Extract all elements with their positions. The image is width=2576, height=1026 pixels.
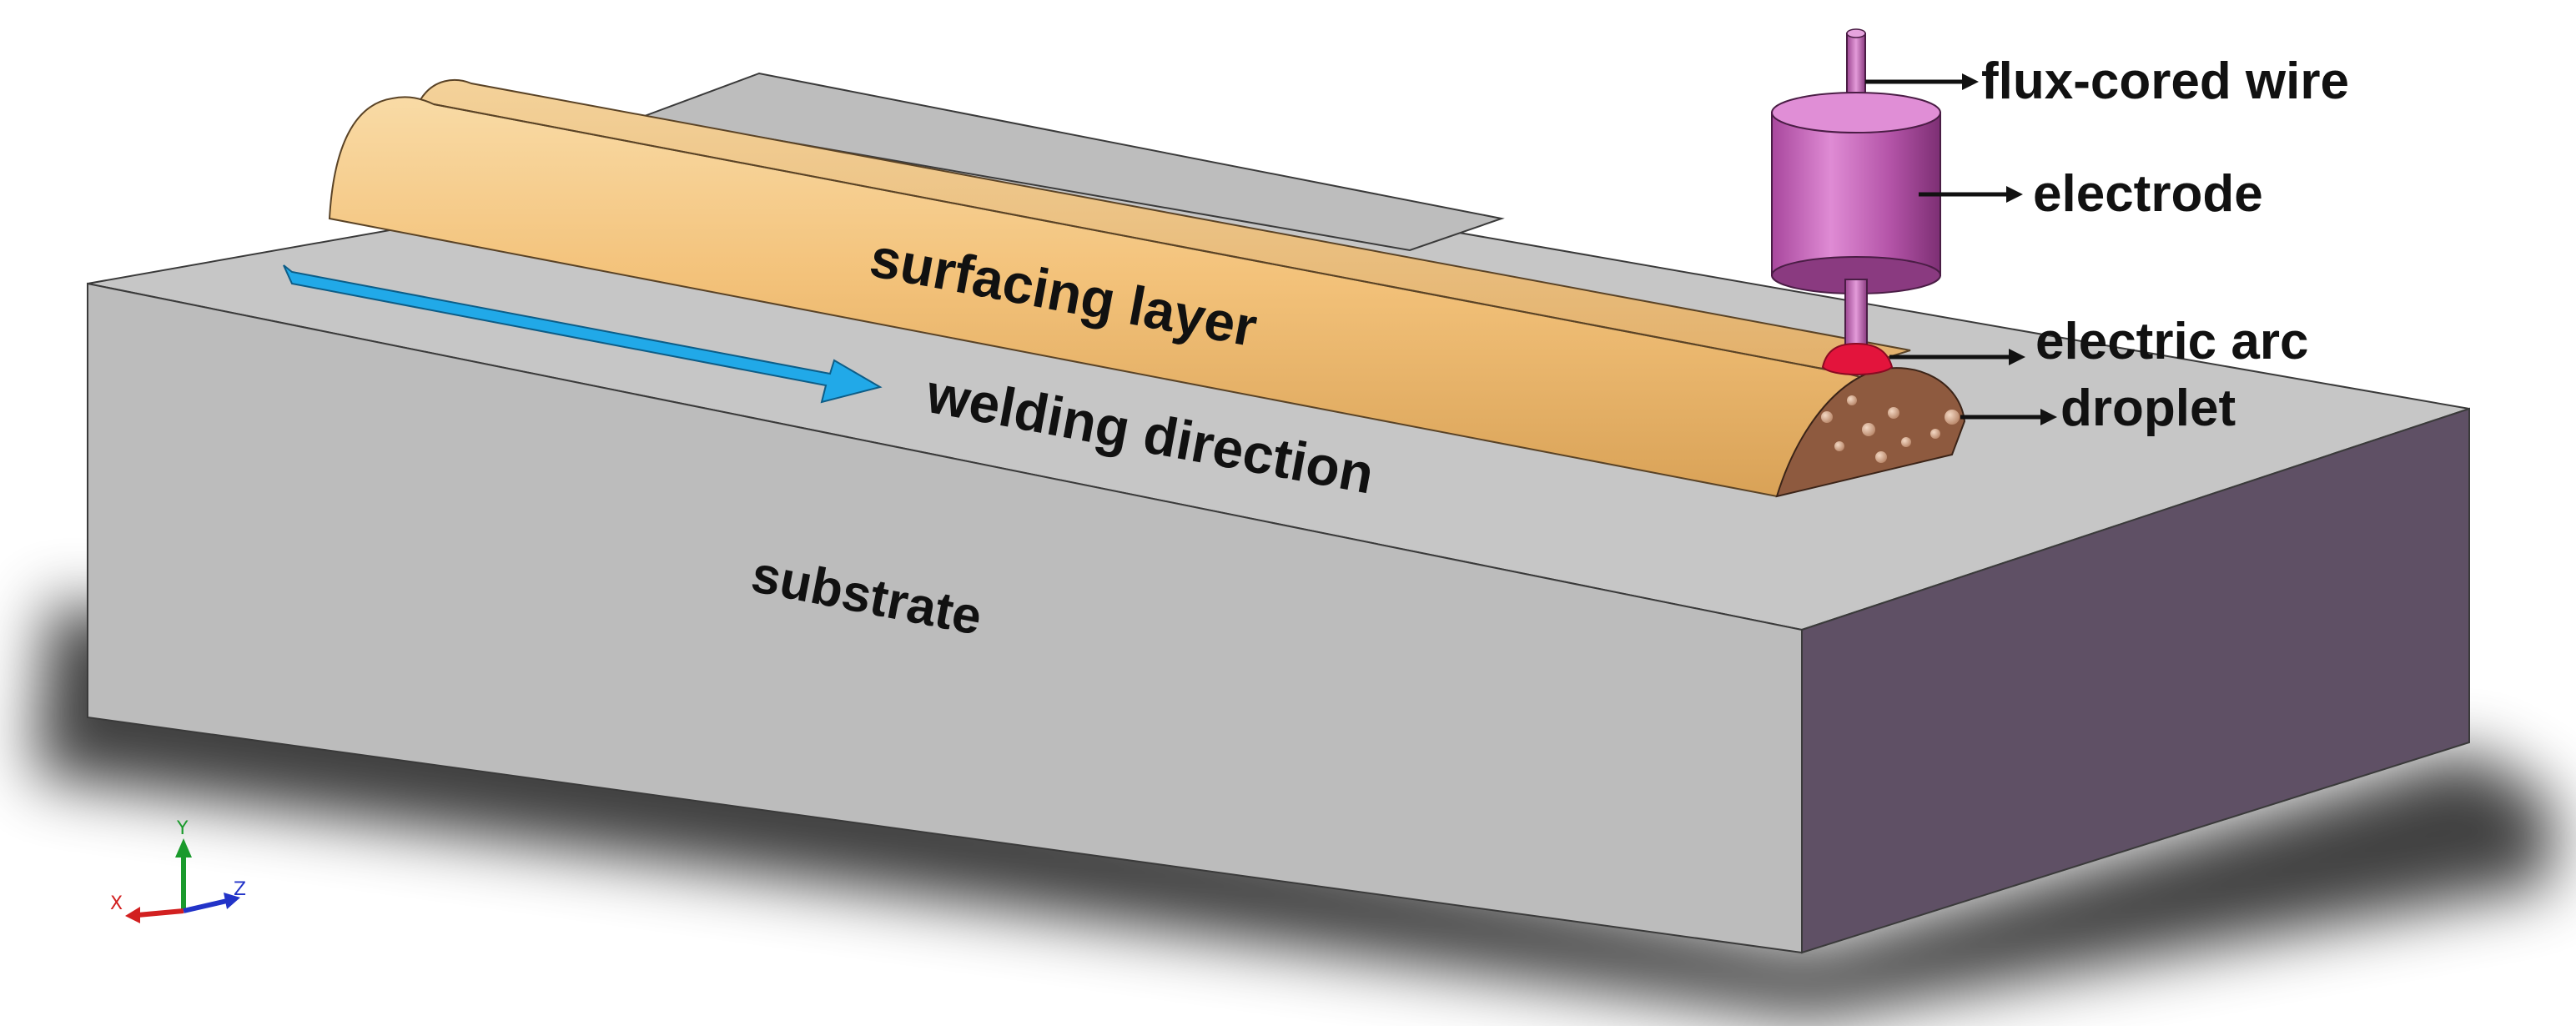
droplet-dot [1875,451,1887,463]
axis-x-label: X [110,893,123,914]
axis-y-head [175,838,192,858]
label-droplet: droplet [2060,380,2236,437]
label-electric-arc: electric arc [2035,313,2308,370]
welding-direction-arrow [283,264,883,404]
axis-z-head [224,893,240,909]
axis-y-label: Y [176,818,189,839]
droplet-dot [1862,423,1875,436]
pointer-head [1962,73,1979,90]
droplet-dot [1930,429,1940,439]
droplet-dot [1901,437,1911,447]
electrode-body [1771,112,1941,276]
label-flux-cored-wire: flux-cored wire [1981,53,2349,110]
axis-z-label: Z [234,879,246,900]
axis-z-line [183,898,228,913]
electric-arc [1821,342,1894,375]
electrode-assembly [1771,28,1941,375]
droplet-dot [1834,441,1844,451]
pointer-head [2006,186,2023,203]
bead-crest-line [433,103,1836,372]
pointer-head [2009,349,2025,365]
droplet-dot [1888,407,1899,419]
label-pointers [1865,73,2057,425]
axis-x-line [137,908,184,918]
axis-triad: Y X Z [110,818,246,923]
axis-x-head [125,907,140,923]
droplet-dot [1945,410,1960,425]
pointer-head [2040,409,2057,425]
label-electrode: electrode [2033,165,2263,223]
electrode-top-cap [1771,92,1941,133]
wire-top-cap [1846,28,1866,38]
block-shadow [33,601,2553,1018]
substrate-side-face [1801,407,2470,954]
droplet-dot [1847,395,1857,405]
substrate-back-step [639,72,1505,252]
droplet-dot [1821,411,1833,423]
droplets [1821,395,1960,463]
